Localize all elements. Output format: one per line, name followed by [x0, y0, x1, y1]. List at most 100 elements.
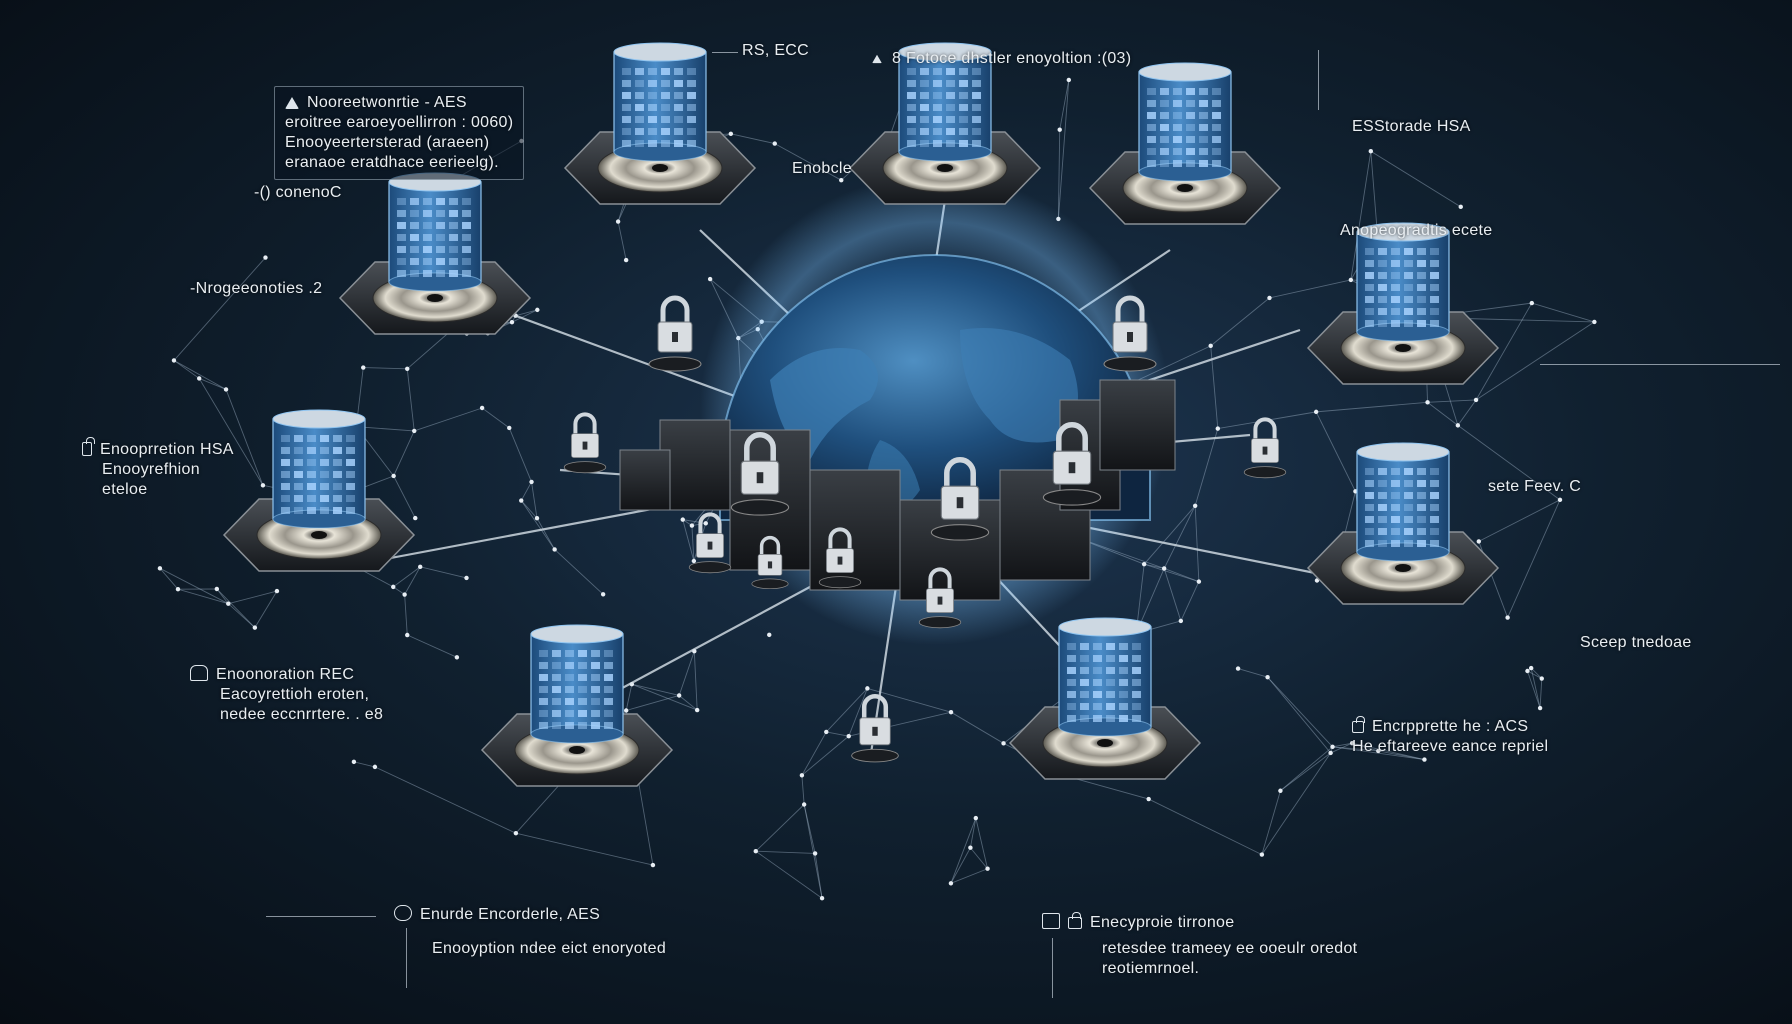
padlock-icon: [1103, 295, 1157, 372]
mesh-line: [159, 567, 229, 605]
mesh-line: [867, 687, 952, 713]
db-node-bottom-right: [1008, 617, 1202, 780]
mesh-dot: [623, 257, 629, 263]
mesh-dot: [1330, 744, 1335, 750]
padlock-icon: [751, 535, 789, 590]
mesh-dot: [1278, 788, 1283, 793]
mesh-line: [515, 832, 654, 866]
mesh-line: [404, 594, 408, 636]
padlock-icon: [918, 567, 962, 629]
padlock-icon: [930, 457, 990, 541]
mesh-line: [814, 853, 823, 899]
mesh-dot: [1348, 277, 1354, 283]
label-esstorade: ESStorade HSA: [1352, 118, 1471, 135]
mesh-dot: [753, 849, 758, 854]
mesh-line: [363, 367, 408, 370]
label-text: 8 Fotoce dhstler enoyoltion :(03): [892, 50, 1132, 67]
label-line: eroitree earoeyoellirron : 0060): [285, 114, 514, 131]
padlock-icon: [1243, 417, 1287, 479]
mesh-line: [755, 804, 805, 852]
mesh-line: [631, 683, 680, 696]
mesh-line: [691, 525, 695, 562]
mesh-line: [950, 847, 971, 884]
mesh-dot: [1235, 666, 1241, 671]
mesh-dot: [973, 815, 979, 821]
mesh-dot: [405, 632, 410, 638]
mesh-line: [1475, 302, 1533, 401]
mesh-line: [1280, 752, 1331, 792]
mesh-line: [511, 309, 538, 323]
mesh-line: [1163, 568, 1182, 622]
mesh-line: [803, 804, 823, 899]
mesh-line: [520, 500, 556, 550]
mesh-line: [678, 651, 695, 696]
label-conenc: -() conenoC: [254, 184, 342, 201]
mesh-line: [1350, 151, 1372, 280]
mesh-dot: [197, 376, 202, 381]
mesh-line: [1316, 401, 1428, 413]
label-enobcle: Enobcle: [792, 160, 852, 177]
label-sete-feev: sete Feev. C: [1488, 478, 1582, 495]
label-line: reotiemrnoel.: [1102, 960, 1200, 977]
label-line: Enooyeertersterad (araeen): [285, 134, 490, 151]
mesh-dot: [1528, 665, 1534, 671]
mesh-dot: [252, 625, 258, 630]
mesh-dot: [263, 255, 268, 260]
mesh-line: [1370, 151, 1378, 235]
mesh-line: [520, 500, 538, 519]
padlock-icon: [563, 412, 607, 474]
mesh-dot: [968, 845, 973, 850]
mesh-line: [392, 586, 405, 595]
mesh-dot: [175, 587, 181, 592]
leader-line: [266, 916, 376, 917]
mesh-line: [1280, 746, 1333, 792]
mesh-dot: [799, 773, 805, 778]
label-anorec: Anopeogradtis ecete: [1340, 222, 1493, 239]
mesh-dot: [1537, 705, 1543, 711]
label-line: Enooyrefhion: [102, 461, 200, 478]
mesh-line: [228, 590, 278, 605]
mesh-line: [755, 850, 823, 899]
mesh-line: [199, 378, 227, 390]
mesh-dot: [1066, 77, 1072, 83]
mesh-dot: [676, 693, 682, 698]
mesh-line: [1180, 581, 1200, 622]
mesh-line: [1507, 499, 1561, 618]
mesh-line: [216, 588, 256, 628]
mesh-line: [950, 817, 977, 884]
mesh-line: [1475, 321, 1595, 401]
label-line: Enecyproie tirronoe: [1090, 914, 1235, 931]
mesh-dot: [1557, 497, 1563, 503]
mesh-dot: [615, 219, 621, 224]
mesh-line: [356, 426, 415, 432]
lock-icon: [1352, 716, 1365, 733]
label-top-left-box: Nooreetwonrtie - AES eroitree earoeyoell…: [274, 86, 525, 180]
padlock-icon: [851, 694, 899, 763]
db-node-top-right: [1088, 62, 1282, 225]
mesh-dot: [839, 177, 844, 183]
mesh-line: [1457, 399, 1477, 426]
mesh-line: [554, 549, 604, 595]
leader-line: [1052, 938, 1053, 998]
mesh-dot: [372, 764, 378, 770]
mesh-dot: [1525, 668, 1530, 674]
mesh-dot: [1265, 674, 1270, 680]
db-node-bottom-left: [480, 624, 674, 787]
mesh-line: [1370, 150, 1461, 208]
label-rs-ecc: RS, ECC: [742, 42, 809, 59]
mesh-line: [1057, 129, 1061, 219]
mesh-line: [730, 133, 775, 145]
mesh-dot: [1313, 409, 1319, 415]
mesh-line: [801, 735, 850, 776]
mesh-dot: [707, 276, 713, 282]
mesh-dot: [418, 564, 423, 570]
mesh-line: [404, 566, 421, 595]
mesh-line: [1530, 667, 1543, 679]
mesh-line: [374, 766, 517, 834]
mesh-dot: [534, 516, 540, 521]
mesh-dot: [767, 632, 772, 638]
label-line: eranaoe eratdhace eerieelg).: [285, 154, 499, 171]
label-line: Nooreetwonrtie - AES: [307, 94, 467, 111]
mesh-line: [1457, 425, 1561, 501]
